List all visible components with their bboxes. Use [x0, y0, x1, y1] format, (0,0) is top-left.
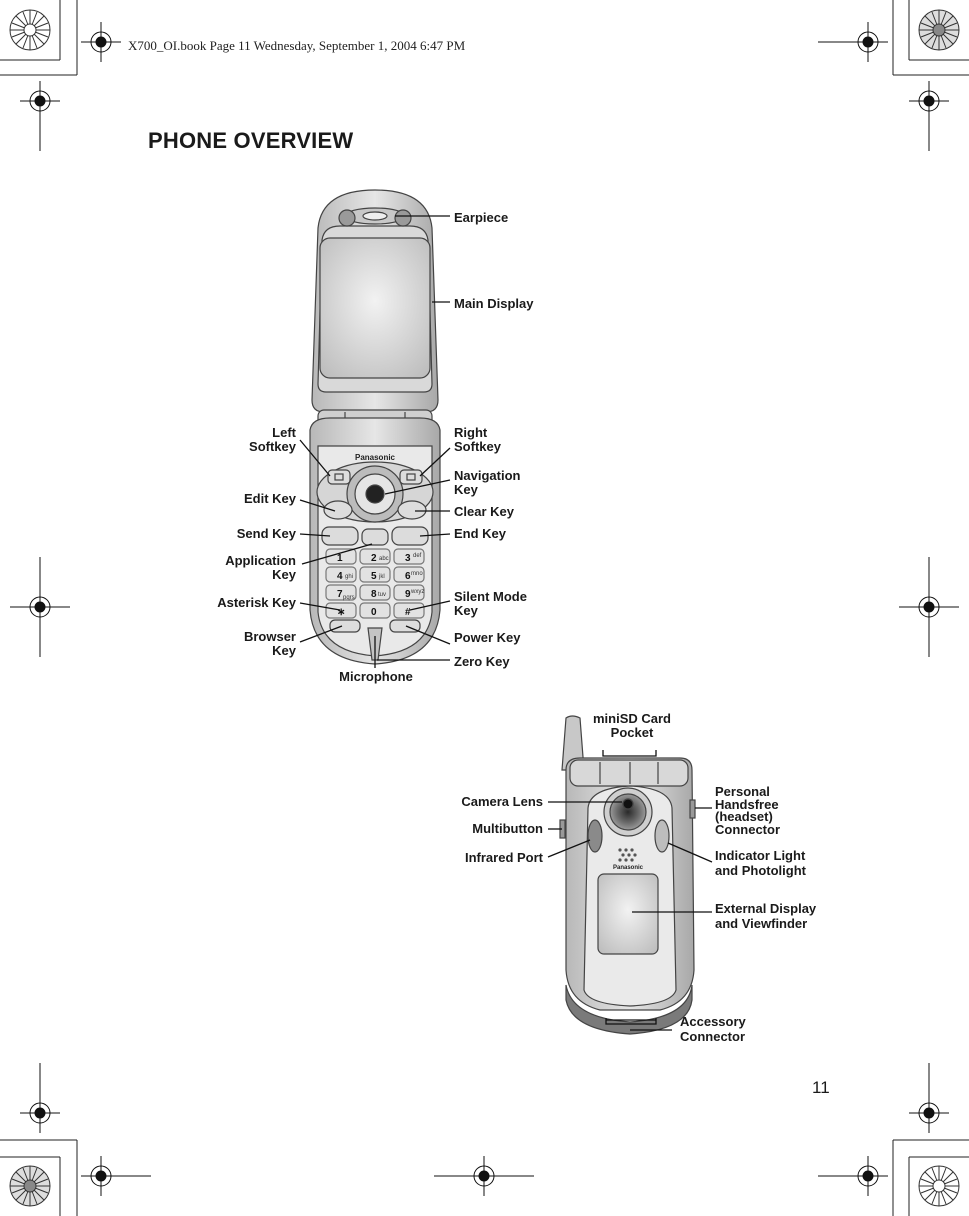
label-power-key: Power Key: [454, 630, 521, 645]
key-9: 9: [405, 589, 411, 600]
label-earpiece: Earpiece: [454, 210, 509, 225]
key-4-letters: ghi: [345, 574, 353, 580]
external-display-screen: [597, 873, 659, 955]
key-4: 4: [337, 571, 343, 582]
key-asterisk: ∗: [337, 607, 345, 618]
open-phone: [309, 189, 441, 665]
keypad-letters: abc def ghi jkl mno pqrs tuv wxyz: [343, 553, 424, 601]
label-zero-key: Zero Key: [454, 654, 510, 669]
starburst-icon: [918, 1165, 960, 1207]
key-7: 7: [337, 589, 343, 600]
open-phone-leader-lines: [299, 215, 451, 668]
crosshair-icon: [81, 22, 121, 62]
key-6-letters: mno: [411, 571, 423, 577]
page-title: PHONE OVERVIEW: [148, 128, 354, 153]
starburst-icon: [9, 9, 51, 51]
key-8: 8: [371, 589, 377, 600]
key-9-letters: wxyz: [410, 589, 424, 595]
key-3-letters: def: [413, 553, 422, 559]
crosshair-icon: [818, 22, 888, 62]
label-clear-key: Clear Key: [454, 504, 514, 519]
key-6: 6: [405, 571, 411, 582]
crosshair-icon: [434, 1156, 534, 1196]
starburst-icon: [9, 1165, 51, 1207]
crosshair-icon: [899, 557, 959, 657]
book-header-line: X700_OI.book Page 11 Wednesday, Septembe…: [128, 38, 466, 53]
key-3: 3: [405, 553, 411, 564]
crosshair-icon: [818, 1156, 888, 1196]
crosshair-icon: [20, 81, 60, 151]
closed-phone: [559, 715, 696, 1035]
label-end-key: End Key: [454, 526, 507, 541]
registration-marks: [10, 22, 959, 1196]
main-display-screen: [319, 237, 431, 379]
label-infrared-port: Infrared Port: [464, 850, 543, 865]
label-main-display: Main Display: [454, 296, 534, 311]
key-2: 2: [371, 553, 377, 564]
label-multibutton: Multibutton: [472, 821, 543, 836]
key-5: 5: [371, 571, 377, 582]
navigation-key-center: [365, 484, 385, 504]
key-1: 1: [337, 553, 343, 564]
page-number: 11: [812, 1078, 830, 1097]
key-0: 0: [371, 607, 377, 618]
keypad-glyphs: 1 2 3 4 5 6 7 8 9 ∗ 0 #: [337, 553, 411, 618]
starburst-marks: [9, 9, 960, 1207]
key-5-letters: jkl: [378, 574, 385, 580]
key-7-letters: pqrs: [343, 595, 355, 601]
crosshair-icon: [10, 557, 70, 657]
crosshair-icon: [909, 81, 949, 151]
key-8-letters: tuv: [378, 592, 386, 598]
label-send-key: Send Key: [236, 526, 296, 541]
label-edit-key: Edit Key: [243, 491, 296, 506]
starburst-icon: [918, 9, 960, 51]
closed-phone-leader-lines: [547, 750, 713, 1031]
crosshair-icon: [909, 1063, 949, 1133]
brand-logo-open: Panasonic: [355, 453, 396, 462]
key-hash: #: [405, 607, 411, 618]
label-asterisk-key: Asterisk Key: [217, 595, 296, 610]
crosshair-icon: [81, 1156, 151, 1196]
brand-logo-closed: Panasonic: [613, 865, 644, 871]
crosshair-icon: [20, 1063, 60, 1133]
key-2-letters: abc: [379, 556, 389, 562]
camera-lens-glass: [609, 793, 647, 831]
label-camera-lens: Camera Lens: [461, 794, 543, 809]
label-microphone: Microphone: [339, 669, 413, 684]
